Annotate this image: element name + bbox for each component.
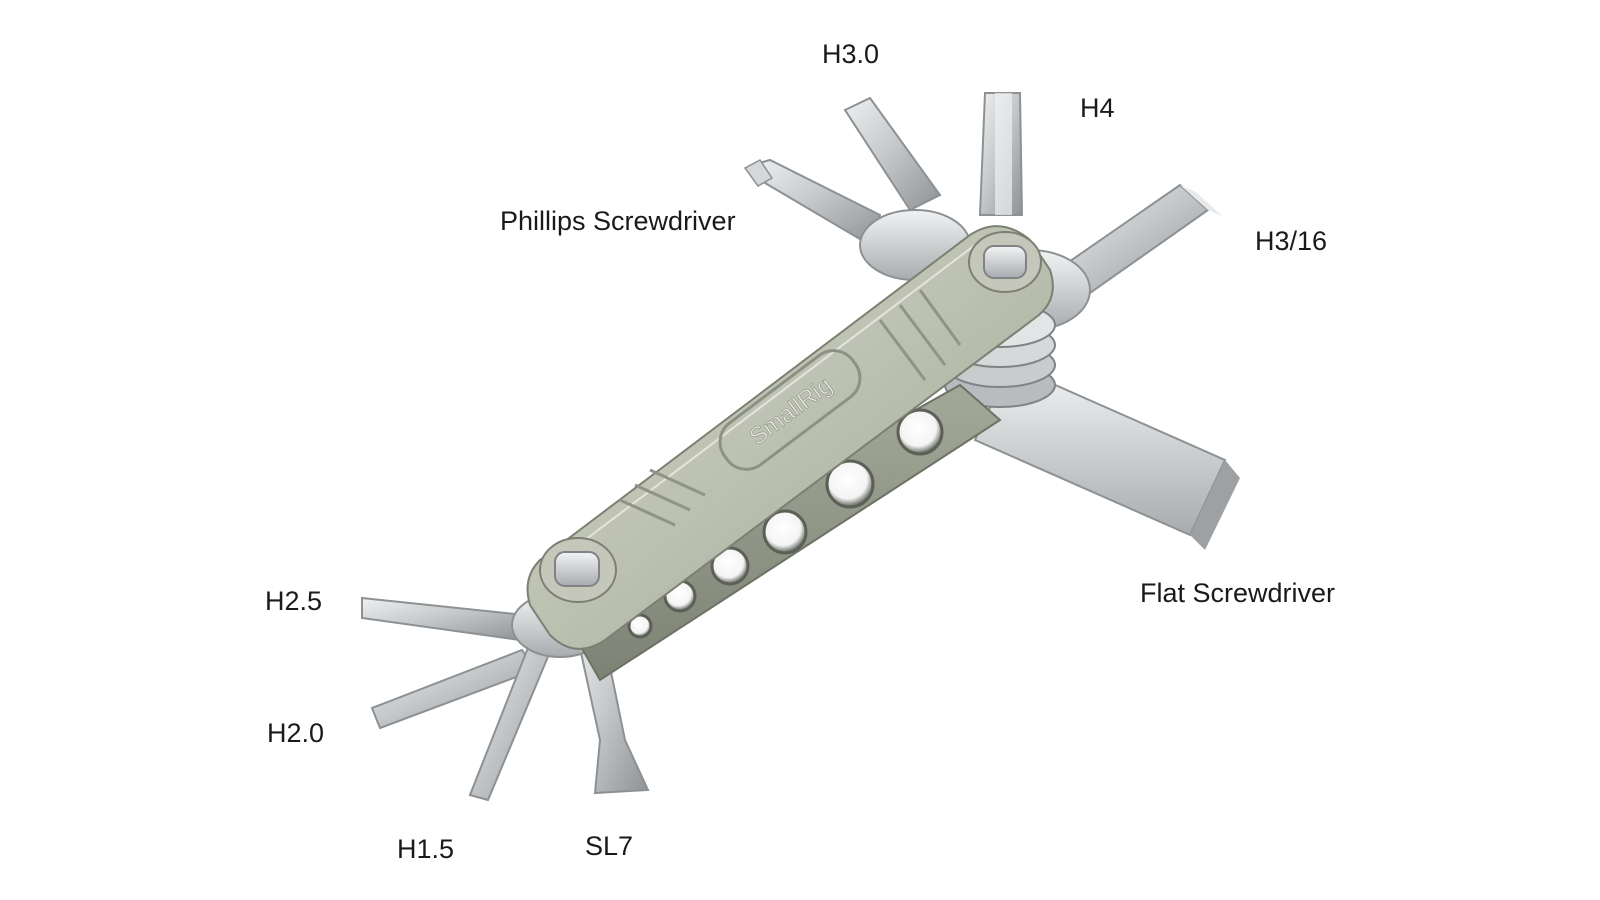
callout-sl7: SL7 [585,831,634,861]
callout-h3-0: H3.0 [822,39,880,69]
body-grooves [619,289,962,527]
callout-phillips-screwdriver: Phillips Screwdriver [500,206,736,236]
body-hole [825,459,875,509]
h2-5-hex-key [361,596,527,642]
callout-h2-0: H2.0 [267,718,325,748]
phillips-screwdriver-bit [743,158,971,281]
callout-h4: H4 [1080,93,1115,123]
callout-h1-5: H1.5 [397,834,455,864]
tool-body-top-plate: SmallRig [526,225,1054,650]
body-hole [896,408,944,456]
callout-h3-16: H3/16 [1255,226,1328,256]
bottom-screw-cap [539,537,617,603]
tool-body-side-plate [558,383,1002,682]
callout-h2-5: H2.5 [265,586,323,616]
body-hole [710,546,750,586]
body-hole [762,509,808,555]
h4-hex-key [978,92,1024,216]
h3-0-hex-key [843,96,942,212]
callout-flat-screwdriver: Flat Screwdriver [1140,578,1336,608]
top-screw-cap [968,231,1042,293]
